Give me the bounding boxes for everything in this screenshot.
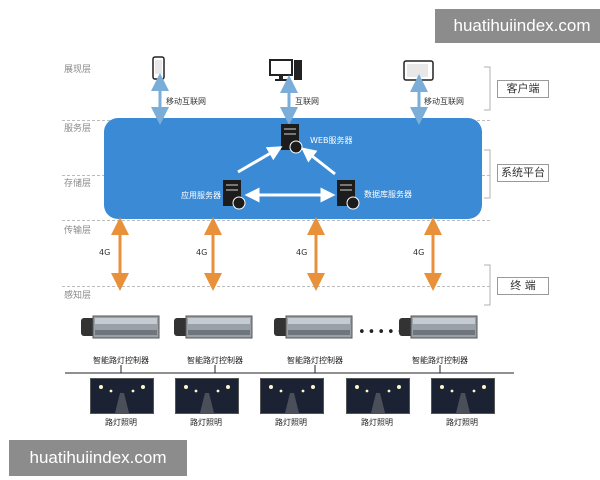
lamp-label-1: 路灯照明	[105, 418, 137, 427]
layer-label-transport: 传输层	[64, 226, 92, 236]
lamp-label-2: 路灯照明	[190, 418, 222, 427]
side-brackets	[484, 66, 491, 306]
street-lamp-photo-5	[431, 378, 495, 414]
layer-label-storage: 存储层	[64, 179, 92, 189]
side-label-client: 客户端	[497, 80, 549, 98]
smart-controller-2	[174, 314, 254, 340]
server-label-web: WEB服务器	[310, 136, 353, 145]
desktop-computer-icon	[269, 59, 302, 81]
divider-perception	[62, 286, 490, 287]
smart-controller-3	[274, 314, 354, 340]
controller-label-1: 智能路灯控制器	[93, 356, 149, 365]
smart-controller-1	[81, 314, 161, 340]
lamp-label-4: 路灯照明	[361, 418, 393, 427]
street-lamp-photo-1	[90, 378, 154, 414]
arrow-app-to-web	[237, 146, 283, 174]
arrow-db-to-web	[301, 147, 336, 176]
controller-label-2: 智能路灯控制器	[187, 356, 243, 365]
smart-controller-4	[399, 314, 479, 340]
server-label-app: 应用服务器	[181, 191, 221, 200]
link-label-internet: 互联网	[295, 97, 319, 106]
lamp-label-5: 路灯照明	[446, 418, 478, 427]
tablet-icon	[403, 60, 434, 81]
application-server-icon	[223, 180, 246, 210]
web-server-icon	[281, 124, 303, 154]
server-label-db: 数据库服务器	[364, 190, 412, 199]
controller-connection-lines	[65, 365, 514, 374]
street-lamp-photo-4	[346, 378, 410, 414]
lamp-label-3: 路灯照明	[275, 418, 307, 427]
watermark-top: huatihuiindex.com	[435, 9, 600, 43]
controller-label-4: 智能路灯控制器	[412, 356, 468, 365]
network-label-4g-3: 4G	[296, 248, 308, 257]
street-lamp-photo-2	[175, 378, 239, 414]
watermark-bottom: huatihuiindex.com	[9, 440, 187, 476]
layer-label-perception: 感知层	[64, 291, 92, 301]
layer-label-service: 服务层	[64, 124, 92, 134]
controller-label-3: 智能路灯控制器	[287, 356, 343, 365]
network-label-4g-4: 4G	[413, 248, 425, 257]
phone-icon	[152, 56, 165, 80]
link-label-mobile-left: 移动互联网	[166, 97, 206, 106]
layer-label-presentation: 展现层	[64, 65, 92, 75]
link-label-mobile-right: 移动互联网	[424, 97, 464, 106]
database-server-icon	[337, 180, 360, 210]
divider-transport	[62, 220, 490, 221]
side-label-terminal: 终 端	[497, 277, 549, 295]
side-label-platform: 系统平台	[497, 164, 549, 182]
street-lamp-photo-3	[260, 378, 324, 414]
network-label-4g-2: 4G	[196, 248, 208, 257]
network-label-4g-1: 4G	[99, 248, 111, 257]
